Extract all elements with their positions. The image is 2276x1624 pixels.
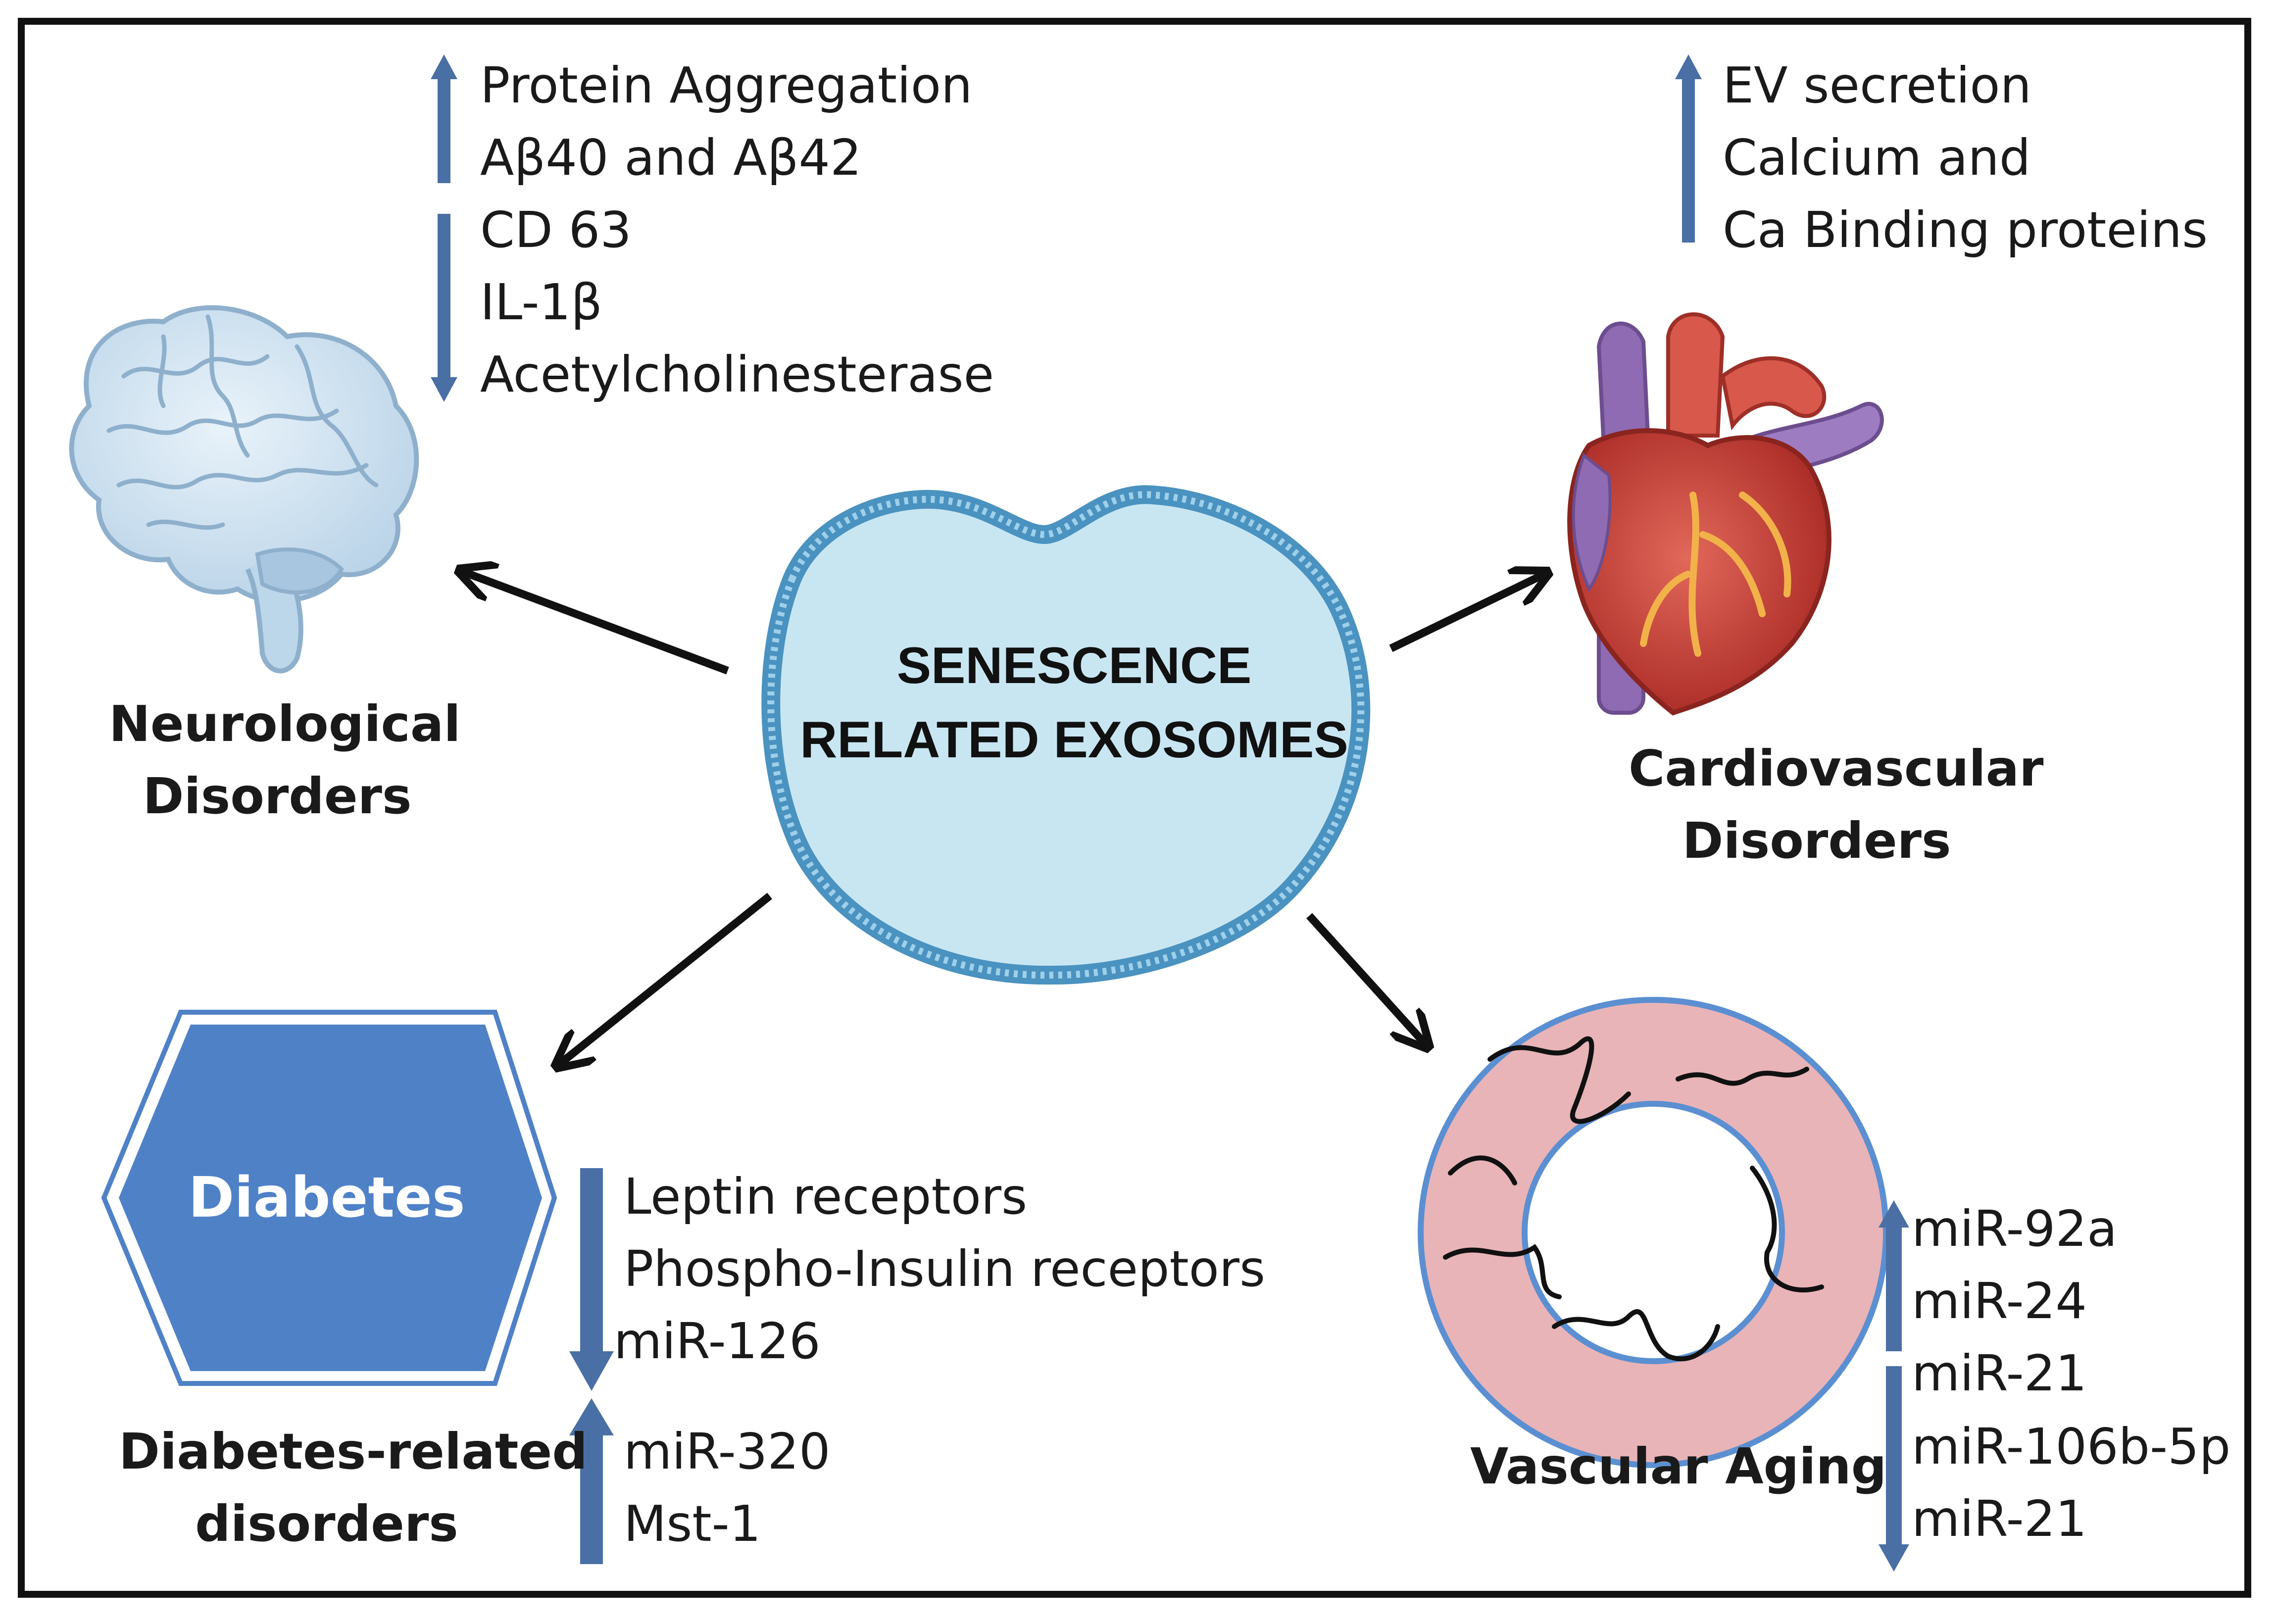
blood-vessel-icon <box>1418 997 1889 1468</box>
exosome-label-line2: RELATED EXOSOMES <box>800 711 1348 769</box>
neuro-up-list: Protein Aggregation Aβ40 and Aβ42 <box>480 49 972 194</box>
exosome-label: SENESCENCE RELATED EXOSOMES <box>772 629 1376 777</box>
brain-icon <box>69 305 419 674</box>
diabetes-up-item: Mst-1 <box>624 1495 761 1553</box>
cardio-up-item: Ca Binding proteins <box>1723 201 2208 259</box>
vascular-title: Vascular Aging <box>1470 1437 1887 1495</box>
hexagon-icon <box>101 1010 557 1386</box>
cardio-up-arrow-icon <box>1675 54 1702 243</box>
diabetes-down-item: miR-126 <box>614 1312 821 1370</box>
neuro-down-arrow-icon <box>431 214 457 402</box>
diabetes-down-list: Leptin receptors Phospho-Insulin recepto… <box>614 1161 1266 1378</box>
cardio-up-list: EV secretion Calcium and Ca Binding prot… <box>1723 49 2208 266</box>
cardio-title: Cardiovascular Disorders <box>1629 733 2044 877</box>
arrow-to-vascular <box>1306 913 1426 1044</box>
neuro-up-arrow-icon <box>431 54 457 183</box>
vascular-up-arrow-icon <box>1879 1200 1909 1351</box>
neuro-title-line2: Disorders <box>143 767 412 825</box>
vascular-down-item: miR-106b-5p <box>1912 1418 2231 1476</box>
cardio-up-item: Calcium and <box>1723 129 2031 187</box>
diabetes-up-list: miR-320 Mst-1 <box>624 1416 831 1560</box>
vascular-up-list: miR-92a miR-24 miR-21 <box>1912 1193 2117 1410</box>
arrow-to-diabetes <box>559 892 772 1064</box>
neuro-up-item: Protein Aggregation <box>480 56 973 114</box>
cardio-title-line2: Disorders <box>1682 812 1951 870</box>
diabetes-down-item: Phospho-Insulin receptors <box>624 1240 1266 1298</box>
neuro-down-list: CD 63 IL-1β Acetylcholinesterase <box>480 194 994 411</box>
vascular-down-item: miR-21 <box>1912 1490 2087 1548</box>
vascular-up-item: miR-21 <box>1912 1344 2087 1402</box>
neuro-down-item: IL-1β <box>480 273 602 331</box>
diabetes-up-arrow-icon <box>569 1398 614 1564</box>
arrow-to-neuro <box>463 572 729 675</box>
neuro-title: Neurological Disorders <box>109 688 461 833</box>
exosome-icon <box>761 485 1371 985</box>
heart-icon <box>1567 312 1884 716</box>
indicator-arrows <box>431 54 1909 1572</box>
cardio-title-line1: Cardiovascular <box>1629 739 2044 797</box>
neuro-down-item: Acetylcholinesterase <box>480 345 994 403</box>
neuro-down-item: CD 63 <box>480 201 632 259</box>
diabetes-title-line2: disorders <box>195 1495 458 1553</box>
arrow-to-cardio <box>1389 574 1544 652</box>
neuro-up-item: Aβ40 and Aβ42 <box>480 129 862 187</box>
vascular-up-item: miR-24 <box>1912 1272 2087 1330</box>
vascular-down-list: miR-106b-5p miR-21 <box>1912 1411 2230 1555</box>
diabetes-title: Diabetes-related disorders <box>119 1416 588 1560</box>
neuro-title-line1: Neurological <box>109 695 461 753</box>
diabetes-title-line1: Diabetes-related <box>119 1423 588 1480</box>
diabetes-down-item: Leptin receptors <box>624 1168 1028 1226</box>
diabetes-hexagon-label: Diabetes <box>188 1166 465 1230</box>
vascular-up-item: miR-92a <box>1912 1200 2118 1258</box>
vascular-down-arrow-icon <box>1879 1366 1909 1572</box>
diabetes-up-item: miR-320 <box>624 1423 831 1480</box>
cardio-up-item: EV secretion <box>1723 56 2031 114</box>
exosome-label-line1: SENESCENCE <box>896 637 1252 694</box>
diabetes-down-arrow-icon <box>569 1168 614 1391</box>
